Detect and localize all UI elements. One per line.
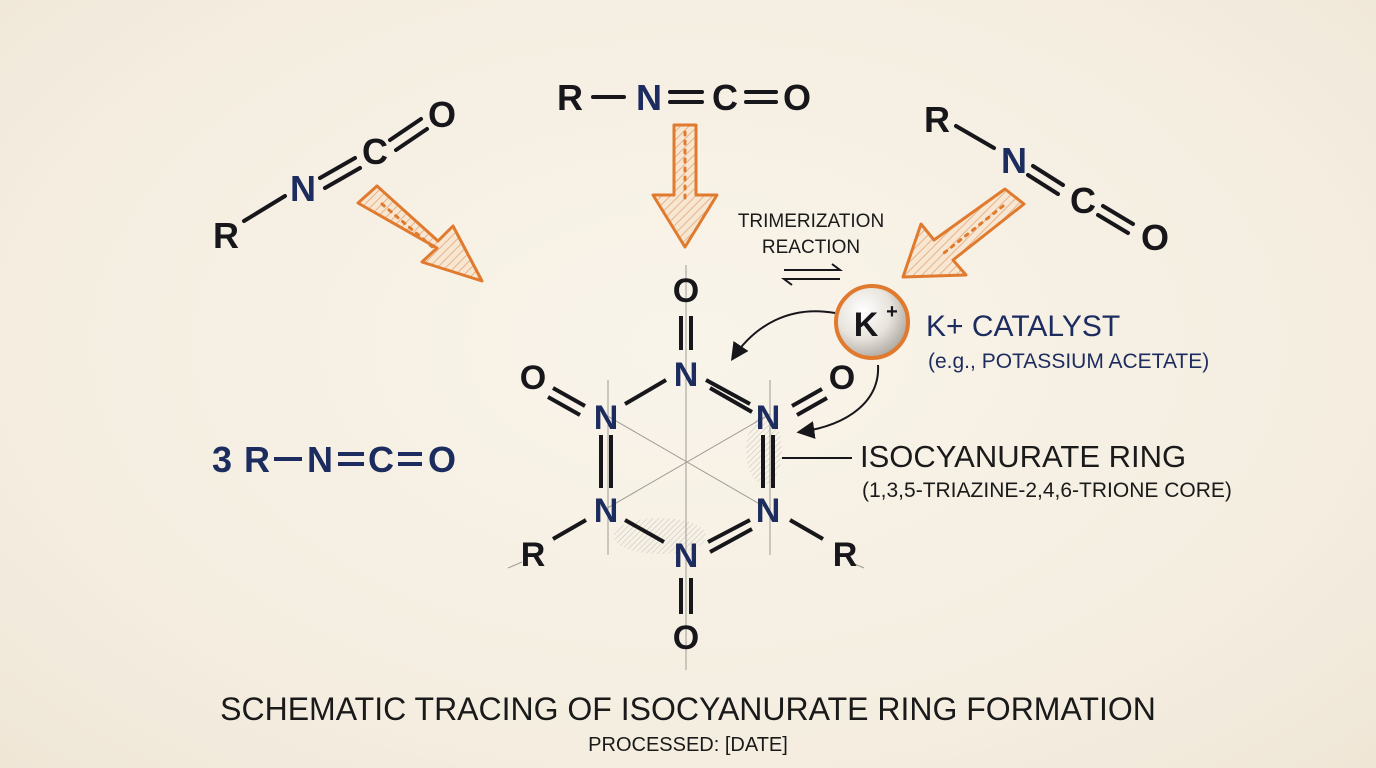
monomer-right: R N C O bbox=[924, 99, 1169, 258]
ring-o-top: O bbox=[673, 272, 699, 310]
trimerization-label-line2: REACTION bbox=[762, 237, 860, 258]
monomer-top: R N C O bbox=[557, 77, 811, 118]
monomer-top-n: N bbox=[636, 77, 662, 118]
monomer-right-bond-co-1 bbox=[1101, 204, 1135, 226]
caption-title: SCHEMATIC TRACING OF ISOCYANURATE RING F… bbox=[220, 691, 1156, 727]
construction-lines bbox=[507, 265, 865, 670]
ring-label-title: ISOCYANURATE RING bbox=[860, 439, 1186, 474]
monomer-left-n: N bbox=[290, 168, 316, 209]
ring-n-lower-left: N bbox=[594, 492, 619, 530]
monomer-left-bond-nc-2 bbox=[323, 166, 362, 190]
monomer-left: R N C O bbox=[213, 94, 456, 256]
monomer-right-bond-nc-2 bbox=[1026, 173, 1060, 196]
monomer-right-r: R bbox=[924, 99, 950, 140]
trimerization-label: TRIMERIZATION REACTION bbox=[738, 211, 884, 286]
monomer-right-bond-co-2 bbox=[1096, 213, 1130, 235]
ring-o-upper-right: O bbox=[829, 359, 855, 397]
potassium-ion-icon bbox=[834, 284, 910, 360]
equilibrium-arrows-icon bbox=[781, 263, 843, 286]
catalyst-title: K+ CATALYST bbox=[926, 310, 1120, 343]
ring-n-upper-right: N bbox=[756, 399, 781, 437]
monomer-top-r: R bbox=[557, 77, 583, 118]
catalyst-arrow-lower-icon bbox=[796, 364, 880, 439]
monomer-right-bond-nc-1 bbox=[1031, 164, 1065, 187]
catalyst-charge: + bbox=[886, 301, 898, 323]
ring-n-bottom: N bbox=[674, 537, 699, 575]
ring-label-subtitle: (1,3,5-TRIAZINE-2,4,6-TRIONE CORE) bbox=[862, 479, 1232, 502]
reactant-arrow-top-icon bbox=[651, 123, 719, 249]
ring-n-upper-left: N bbox=[594, 399, 619, 437]
isocyanurate-ring: O O O O N N N N N N R R bbox=[507, 265, 865, 670]
monomer-right-c: C bbox=[1070, 180, 1096, 221]
reactant-arrow-right-icon bbox=[901, 187, 1026, 279]
monomer-left-bond-co-2 bbox=[394, 127, 429, 152]
monomer-top-o: O bbox=[783, 77, 811, 118]
stoich-o: O bbox=[428, 439, 456, 480]
trimerization-label-line1: TRIMERIZATION bbox=[738, 211, 884, 232]
ring-r-right: R bbox=[833, 536, 858, 574]
catalyst-arrow-upper-icon bbox=[731, 310, 836, 361]
stoich-c: C bbox=[368, 439, 394, 480]
monomer-left-c: C bbox=[362, 131, 388, 172]
caption-processed: PROCESSED: [DATE] bbox=[588, 734, 788, 756]
catalyst-symbol: K bbox=[854, 306, 879, 344]
stoichiometry-formula: 3 R N C O bbox=[212, 439, 456, 480]
reactant-arrow-left-icon bbox=[356, 184, 484, 283]
monomer-left-o: O bbox=[428, 94, 456, 135]
monomer-right-o: O bbox=[1141, 217, 1169, 258]
ring-r-left: R bbox=[521, 536, 546, 574]
ring-o-bottom: O bbox=[673, 619, 699, 657]
monomer-left-bond-nc-1 bbox=[318, 156, 357, 180]
ring-o-upper-left: O bbox=[520, 359, 546, 397]
catalyst-example: (e.g., POTASSIUM ACETATE) bbox=[928, 350, 1209, 373]
ring-n-lower-right: N bbox=[756, 492, 781, 530]
monomer-left-r: R bbox=[213, 215, 239, 256]
ring-n-top: N bbox=[674, 356, 699, 394]
stoich-coefficient: 3 bbox=[212, 439, 232, 480]
stoich-r: R bbox=[244, 439, 270, 480]
monomer-right-bond-rn bbox=[954, 124, 996, 150]
monomer-right-n: N bbox=[1001, 140, 1027, 181]
catalyst-badge: K + bbox=[834, 284, 910, 360]
monomer-left-bond-rn bbox=[242, 194, 287, 223]
monomer-top-c: C bbox=[712, 77, 738, 118]
monomer-left-bond-co-1 bbox=[388, 117, 423, 142]
stoich-n: N bbox=[307, 439, 333, 480]
